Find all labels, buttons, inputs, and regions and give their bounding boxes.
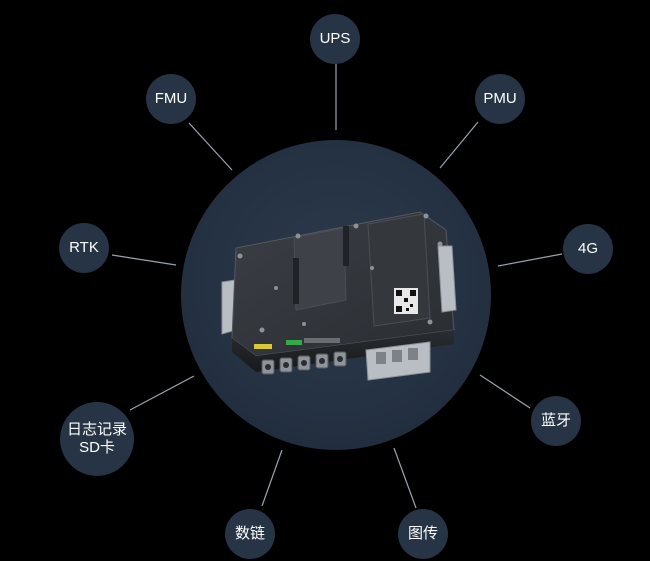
node-log-sd: 日志记录 SD卡	[60, 402, 134, 476]
node-log-label-line1: 日志记录	[66, 421, 127, 438]
node-datalink: 数链	[225, 509, 275, 559]
node-4g-label: 4G	[577, 240, 598, 257]
connector-pmu	[439, 121, 479, 169]
node-rtk-label: RTK	[69, 239, 99, 256]
node-videolink: 图传	[398, 509, 448, 559]
node-bluetooth-label: 蓝牙	[540, 412, 571, 429]
connector-videolink	[393, 447, 417, 509]
node-fmu-label: FMU	[154, 90, 188, 107]
node-rtk: RTK	[59, 223, 109, 273]
connector-log	[129, 375, 195, 411]
connector-datalink	[261, 449, 283, 507]
node-ups: UPS	[310, 14, 360, 64]
connector-rtk	[111, 254, 177, 266]
node-4g: 4G	[563, 224, 613, 274]
node-datalink-label: 数链	[234, 525, 265, 542]
node-pmu-label: PMU	[483, 90, 517, 107]
connector-fmu	[188, 122, 233, 171]
connector-bluetooth	[479, 374, 531, 409]
node-fmu: FMU	[146, 74, 196, 124]
node-pmu: PMU	[475, 74, 525, 124]
connector-4g	[497, 253, 563, 267]
node-log-label-line2: SD卡	[79, 439, 115, 456]
node-bluetooth: 蓝牙	[531, 396, 581, 446]
node-videolink-label: 图传	[407, 525, 438, 542]
node-ups-label: UPS	[319, 30, 351, 47]
